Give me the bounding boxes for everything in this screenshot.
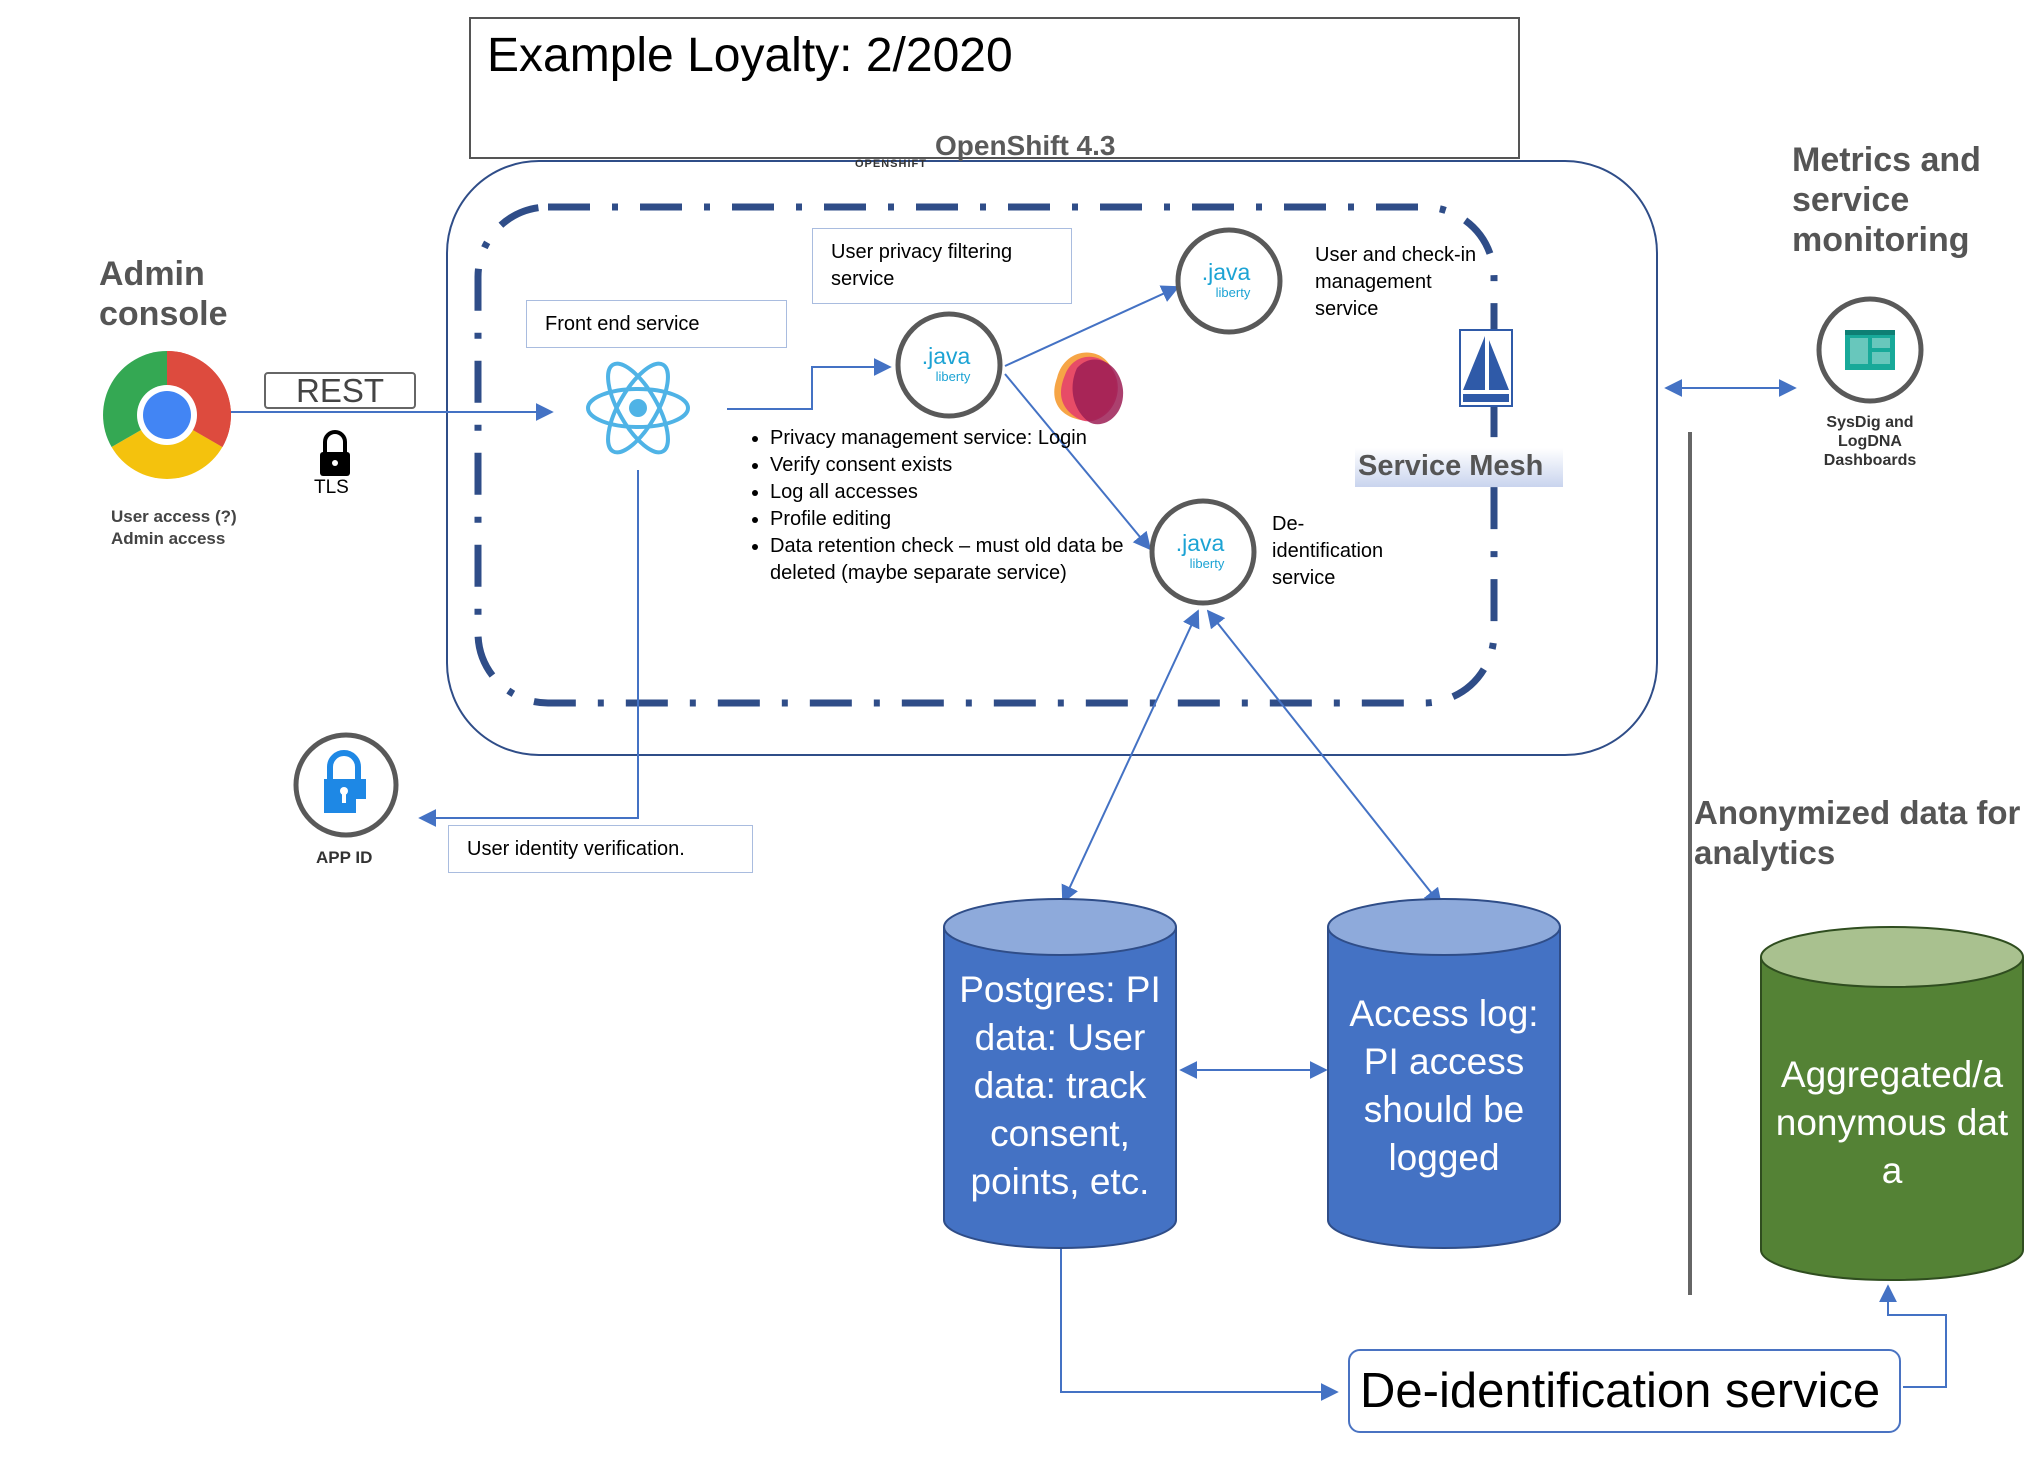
- openshift-logo-text: OPENSHIFT: [855, 158, 927, 170]
- dashboard-icon: [1816, 296, 1924, 404]
- bullet-item: Data retention check – must old data be …: [770, 533, 1130, 587]
- lock-icon: [320, 430, 350, 476]
- user-identity-label: User identity verification.: [448, 825, 753, 873]
- postgres-database-icon: [943, 898, 1177, 1249]
- deid-service-box: De-identification service: [1348, 1349, 1901, 1433]
- admin-access-label: Admin access: [111, 529, 226, 548]
- bullet-item: Profile editing: [770, 506, 1130, 533]
- monitoring-heading: Metrics and service monitoring: [1792, 141, 1981, 259]
- service-mesh-label: Service Mesh: [1355, 448, 1564, 487]
- app-id-label: APP ID: [316, 848, 373, 867]
- deid-postgres-arrow: [1061, 609, 1200, 904]
- svg-text:.java: .java: [1202, 259, 1251, 285]
- service-mesh-boundary: [474, 203, 1498, 707]
- svg-text:liberty: liberty: [936, 369, 971, 384]
- diagram-title: Example Loyalty: 2/2020: [487, 29, 1013, 82]
- chrome-icon: [103, 351, 231, 479]
- privacy-bullet-list: Privacy management service: Login Verify…: [730, 425, 1130, 587]
- kiali-icon: [1054, 352, 1124, 425]
- deid-service-to-aggregated-arrow: [1879, 1284, 1947, 1388]
- svg-text:liberty: liberty: [1216, 285, 1251, 300]
- monitoring-label: SysDig and LogDNA Dashboards: [1823, 414, 1917, 469]
- frontend-to-privacy-arrow: [727, 358, 892, 410]
- postgres-to-deid-service-arrow: [1060, 1238, 1339, 1401]
- svg-text:.java: .java: [1176, 530, 1225, 556]
- java-liberty-icon: .java liberty: [895, 311, 1003, 419]
- react-icon: [586, 361, 690, 455]
- svg-text:.java: .java: [922, 343, 971, 369]
- frontend-to-appid-arrow: [418, 470, 639, 827]
- deid-accesslog-arrow: [1206, 609, 1443, 907]
- bullet-item: Verify consent exists: [770, 452, 1130, 479]
- deid-inner-label: De-identification service: [1272, 513, 1384, 589]
- privacy-filtering-label: User privacy filtering service: [812, 228, 1072, 304]
- svg-text:liberty: liberty: [1190, 556, 1225, 571]
- bullet-item: Privacy management service: Login: [770, 425, 1130, 452]
- java-liberty-icon: .java liberty: [1149, 498, 1257, 606]
- bullet-item: Log all accesses: [770, 479, 1130, 506]
- aggregated-database-text: Aggregated/anonymous data: [1775, 1054, 2009, 1191]
- rest-label: REST: [264, 372, 416, 409]
- aggregated-database-icon: [1760, 926, 2024, 1281]
- checkin-service-label: User and check-in management service: [1315, 244, 1477, 320]
- postgres-database-text: Postgres: PI data: User data: track cons…: [959, 969, 1161, 1202]
- java-liberty-icon: .java liberty: [1175, 227, 1283, 335]
- platform-name: OpenShift 4.3: [935, 130, 1116, 161]
- privacy-to-deid-arrow: [1004, 373, 1152, 551]
- admin-console-heading: Admin console: [99, 255, 228, 333]
- access-log-database-text: Access log: PI access should be logged: [1349, 993, 1539, 1178]
- openshift-cluster-box: [446, 160, 1658, 756]
- title-box: [469, 17, 1520, 159]
- tls-label: TLS: [314, 477, 349, 498]
- user-access-label: User access (?): [111, 507, 237, 526]
- front-end-service-label: Front end service: [526, 300, 787, 348]
- analytics-heading: Anonymized data for analytics: [1694, 794, 2021, 871]
- privacy-to-checkin-arrow: [1004, 285, 1180, 367]
- istio-icon: [1459, 329, 1513, 407]
- app-id-icon: [293, 732, 399, 838]
- access-log-database-icon: [1327, 898, 1561, 1249]
